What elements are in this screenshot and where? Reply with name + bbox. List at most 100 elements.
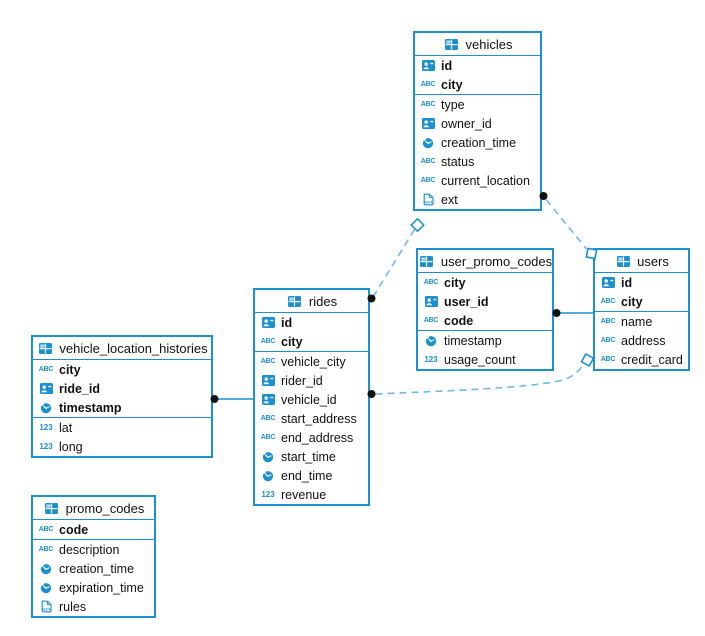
column-name: code — [59, 522, 89, 537]
abc-glyph: ABC — [420, 158, 436, 165]
abc-glyph: ABC — [600, 337, 616, 344]
column-name: ext — [441, 192, 458, 207]
column-name: city — [621, 294, 643, 309]
column-row: 123 usage_count — [418, 350, 552, 369]
abc-glyph: ABC — [260, 415, 276, 422]
clock-icon — [259, 470, 277, 482]
number-type-icon: 123 — [422, 355, 440, 364]
column-row: ABC city — [418, 273, 552, 292]
column-name: city — [444, 275, 466, 290]
json-icon: JSON — [37, 600, 55, 613]
abc-type-icon: ABC — [259, 434, 277, 441]
table-name: rides — [308, 293, 338, 309]
primary-key-section: ABC code — [33, 520, 154, 539]
abc-type-icon: ABC — [422, 279, 440, 286]
column-name: description — [59, 542, 120, 557]
table-header[interactable]: user_promo_codes — [418, 250, 552, 273]
column-row: creation_time — [415, 133, 540, 152]
column-row: start_time — [255, 447, 368, 466]
column-name: code — [444, 313, 474, 328]
column-name: id — [441, 58, 453, 73]
column-row: rider_id — [255, 371, 368, 390]
abc-type-icon: ABC — [419, 101, 437, 108]
column-row: timestamp — [33, 398, 211, 417]
table-header[interactable]: users — [595, 250, 688, 273]
column-name: status — [441, 154, 475, 169]
abc-type-icon: ABC — [37, 546, 55, 553]
abc-type-icon: ABC — [422, 317, 440, 324]
clock-icon — [419, 137, 437, 149]
column-row: id — [255, 313, 368, 332]
table-name: users — [637, 253, 669, 269]
table-name: promo_codes — [65, 500, 145, 516]
table-header[interactable]: vehicles — [415, 33, 540, 56]
relationship-line — [373, 229, 416, 296]
column-name: id — [621, 275, 633, 290]
table-header[interactable]: rides — [255, 290, 368, 313]
table-icon — [36, 342, 54, 354]
abc-glyph: ABC — [420, 81, 436, 88]
abc-glyph: ABC — [260, 338, 276, 345]
column-name: current_location — [441, 173, 530, 188]
table-name: user_promo_codes — [440, 253, 553, 269]
abc-type-icon: ABC — [599, 298, 617, 305]
columns-section: timestamp 123 usage_count — [418, 330, 552, 369]
column-row: timestamp — [418, 331, 552, 350]
table-header[interactable]: promo_codes — [33, 497, 154, 520]
column-name: vehicle_city — [281, 354, 346, 369]
id-card-icon — [599, 277, 617, 288]
column-name: usage_count — [444, 352, 516, 367]
column-name: expiration_time — [59, 580, 144, 595]
column-row: ABC description — [33, 540, 154, 559]
column-name: city — [59, 362, 81, 377]
id-card-icon — [419, 60, 437, 71]
table-header[interactable]: vehicle_location_histories — [33, 337, 211, 360]
column-name: city — [281, 334, 303, 349]
id-card-icon — [419, 118, 437, 129]
table-icon — [418, 255, 436, 267]
column-row: owner_id — [415, 114, 540, 133]
column-name: timestamp — [59, 400, 122, 415]
abc-type-icon: ABC — [37, 526, 55, 533]
column-name: address — [621, 333, 666, 348]
relationship-vehicle_location_histories-rides — [210, 395, 255, 403]
clock-icon — [37, 402, 55, 414]
column-name: rules — [59, 599, 87, 614]
123-glyph: 123 — [261, 490, 275, 499]
column-row: ABC city — [595, 292, 688, 311]
123-glyph: 123 — [424, 355, 438, 364]
column-row: ABC city — [255, 332, 368, 351]
id-card-icon — [422, 296, 440, 307]
abc-type-icon: ABC — [259, 338, 277, 345]
abc-type-icon: ABC — [419, 158, 437, 165]
abc-type-icon: ABC — [259, 415, 277, 422]
column-name: timestamp — [444, 333, 502, 348]
clock-icon — [422, 335, 440, 347]
column-name: id — [281, 315, 293, 330]
abc-glyph: ABC — [423, 317, 439, 324]
id-card-icon — [259, 317, 277, 328]
id-card-icon — [259, 375, 277, 386]
column-row: ABC status — [415, 152, 540, 171]
abc-glyph: ABC — [420, 177, 436, 184]
column-name: vehicle_id — [281, 392, 337, 407]
abc-glyph: ABC — [600, 318, 616, 325]
